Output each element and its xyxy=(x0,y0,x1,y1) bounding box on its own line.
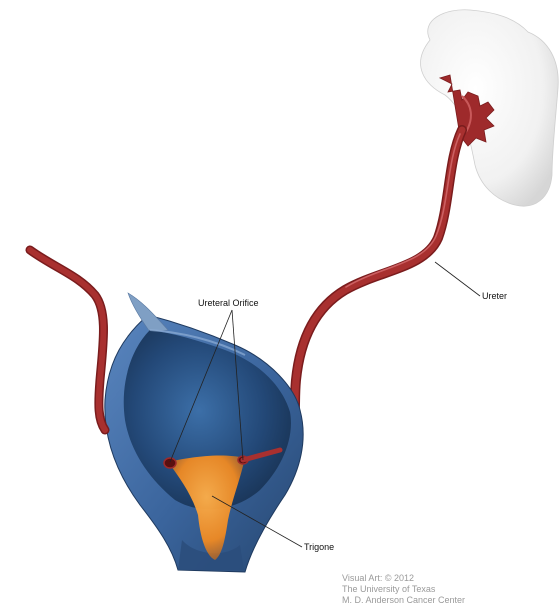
ureter-label: Ureter xyxy=(482,291,507,302)
trigone-label: Trigone xyxy=(304,542,334,553)
image-credit: Visual Art: © 2012 The University of Tex… xyxy=(342,573,465,606)
left-ureter xyxy=(30,250,105,430)
ureteral-orifice-label: Ureteral Orifice xyxy=(198,298,259,309)
credit-line-2: The University of Texas xyxy=(342,584,465,595)
credit-line-1: Visual Art: © 2012 xyxy=(342,573,465,584)
credit-line-3: M. D. Anderson Cancer Center xyxy=(342,595,465,606)
right-ureter xyxy=(280,130,462,450)
